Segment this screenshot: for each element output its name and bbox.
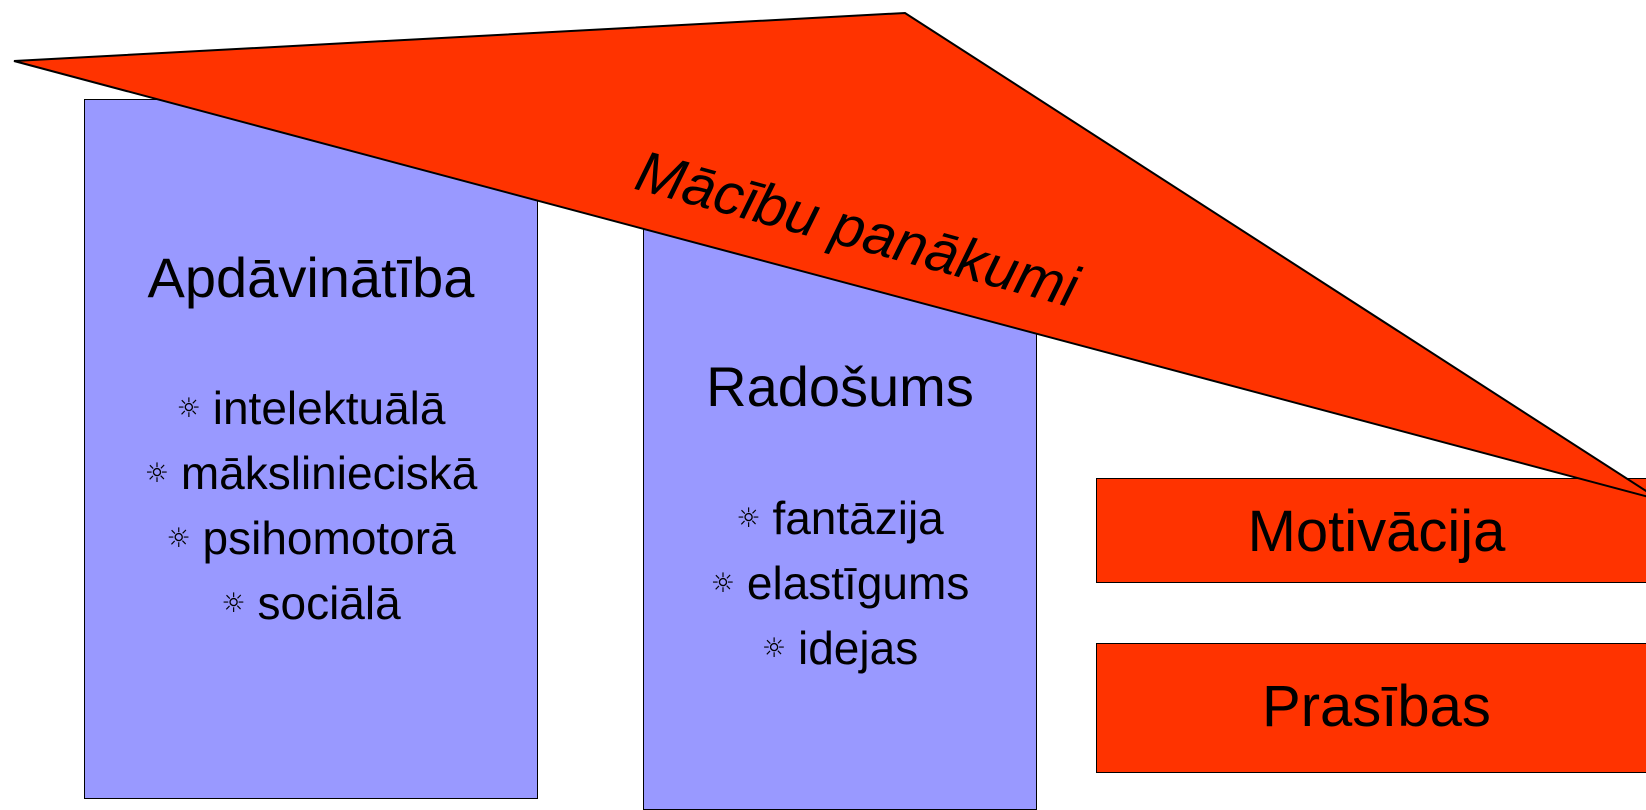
list-item: ☼ elastīgums: [644, 551, 1036, 616]
list-item: ☼ mākslinieciskā: [85, 441, 537, 506]
pillar-giftedness: Apdāvinātība ☼ intelektuālā ☼ māksliniecis…: [84, 99, 538, 799]
box-requirements: Prasības: [1096, 643, 1646, 773]
list-item: ☼ fantāzija: [644, 486, 1036, 551]
sun-bullet-icon: ☼: [761, 633, 786, 664]
sun-bullet-icon: ☼: [166, 523, 191, 554]
diagram-canvas: Apdāvinātība ☼ intelektuālā ☼ māksliniecis…: [13, 11, 1646, 810]
pillar-creativity-list: ☼ fantāzija ☼ elastīgums ☼ idejas: [644, 486, 1036, 681]
box-motivation: Motivācija: [1096, 478, 1646, 583]
list-item-label: mākslinieciskā: [180, 447, 478, 499]
sun-bullet-icon: ☼: [736, 503, 761, 534]
roof-graphic: Mācību panākumi: [13, 11, 1646, 498]
pillar-giftedness-list: ☼ intelektuālā ☼ mākslinieciskā ☼ psihomoto…: [85, 376, 537, 636]
box-motivation-label: Motivācija: [1247, 499, 1506, 564]
pillar-creativity-title: Radošums: [706, 355, 974, 418]
sun-bullet-icon: ☼: [710, 568, 735, 599]
list-item-label: fantāzija: [772, 492, 944, 544]
sun-bullet-icon: ☼: [144, 458, 169, 489]
list-item: ☼ idejas: [644, 616, 1036, 681]
list-item-label: elastīgums: [746, 557, 970, 609]
list-item-label: sociālā: [257, 577, 401, 629]
list-item-label: psihomotorā: [202, 512, 456, 564]
pillar-giftedness-title: Apdāvinātība: [147, 246, 475, 309]
sun-bullet-icon: ☼: [221, 588, 246, 619]
list-item: ☼ intelektuālā: [85, 376, 537, 441]
list-item-label: idejas: [798, 622, 919, 674]
list-item: ☼ psihomotorā: [85, 506, 537, 571]
roof-triangle: [13, 11, 1646, 498]
list-item-label: intelektuālā: [212, 382, 446, 434]
list-item: ☼ sociālā: [85, 571, 537, 636]
box-requirements-label: Prasības: [1262, 674, 1491, 739]
sun-bullet-icon: ☼: [176, 393, 201, 424]
